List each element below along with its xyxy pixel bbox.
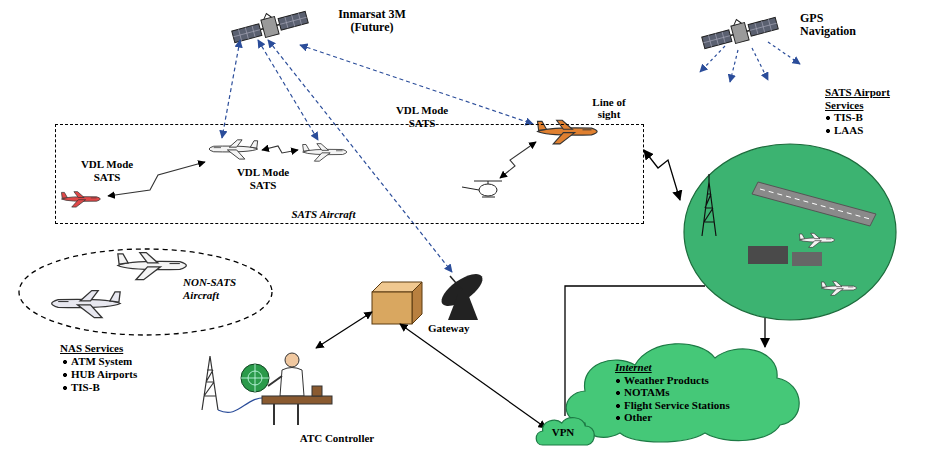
gps-signal <box>730 50 738 82</box>
helicopter-icon <box>479 184 497 196</box>
text-block: SATS Aircraft <box>56 208 641 221</box>
text-block: VPN <box>532 426 594 439</box>
gps-signal <box>752 48 768 80</box>
list-item: NOTAMs <box>615 386 755 399</box>
region-box: SATS Aircraft <box>55 124 644 224</box>
helicopter-icon <box>482 197 495 198</box>
atc-controller-icon <box>268 376 282 386</box>
atc-controller-icon <box>241 353 332 425</box>
airport-region-outline <box>792 252 822 266</box>
sats-aircraft-icon <box>303 144 347 162</box>
network-link <box>316 312 546 428</box>
list-item: ATM System <box>62 355 171 368</box>
radio-tower <box>202 356 268 412</box>
airport-region-outline <box>748 246 788 264</box>
text-block: NON-SATS Aircraft <box>183 276 247 301</box>
list-item: Other <box>615 411 755 424</box>
gateway-box <box>372 292 412 324</box>
text-block: InternetWeather ProductsNOTAMsFlight Ser… <box>615 361 755 424</box>
helicopter-icon <box>462 181 502 197</box>
link-label: VDL Mode SATS <box>78 158 136 183</box>
vpn-cloud: VPN <box>532 414 598 448</box>
network-link <box>316 312 372 348</box>
satellite-dish <box>450 276 462 290</box>
atc-controller-icon <box>274 404 298 425</box>
airport-region-outline <box>760 189 870 219</box>
satellite-link <box>268 40 452 272</box>
region-ellipse: NON-SATS Aircraft <box>18 248 273 336</box>
satellite-label: GPS Navigation <box>800 12 872 38</box>
satellite-link <box>258 40 318 140</box>
list-item: TIS-B <box>62 381 171 394</box>
link-label: VDL Mode SATS <box>232 166 294 191</box>
satellite-dish <box>437 268 488 320</box>
helicopter-icon <box>462 187 479 190</box>
gps-signal <box>768 42 800 64</box>
airport-region-outline <box>821 281 856 295</box>
node-title: NON-SATS Aircraft <box>183 276 247 301</box>
sats-aircraft-icon <box>61 120 597 207</box>
airport-region: SATS Airport ServicesTIS-BLAAS <box>680 86 915 322</box>
airport-region-outline <box>702 174 716 236</box>
region-ellipse-outline <box>19 249 272 335</box>
atc-controller-icon <box>262 396 332 404</box>
sats-aircraft-icon <box>209 140 258 159</box>
vdl-link <box>262 146 298 153</box>
node-title: Internet <box>615 361 755 374</box>
atc-controller-icon <box>285 353 299 367</box>
connector <box>764 318 765 347</box>
connector <box>644 150 680 200</box>
atc-controller-icon <box>248 371 262 385</box>
link-label: Line of sight <box>585 96 633 120</box>
list-item: Flight Service Stations <box>615 399 755 412</box>
internet-cloud-outline <box>566 344 799 442</box>
vdl-link <box>500 142 536 178</box>
sats-aircraft-icon <box>61 192 100 207</box>
satellite-dish <box>448 294 478 320</box>
gateway-box <box>412 282 422 324</box>
network-link <box>400 324 546 428</box>
region-ellipse-outline <box>18 248 273 336</box>
list-item: LAAS <box>825 124 910 137</box>
node-title: SATS Airport Services <box>825 86 910 111</box>
node-title: SATS Aircraft <box>56 208 591 221</box>
link-label: VDL Mode SATS <box>392 104 452 129</box>
atc-controller-icon <box>241 364 269 392</box>
satellite-label: Inmarsat 3M (Future) <box>330 8 414 34</box>
text-block: SATS Airport ServicesTIS-BLAAS <box>825 86 910 136</box>
gps-satellite <box>700 10 779 52</box>
list-item: TIS-B <box>825 111 910 124</box>
satellite-link <box>222 40 533 272</box>
non-sats-aircraft-icon <box>52 253 187 318</box>
airport-region-outline <box>684 144 896 320</box>
section-heading: NAS Services <box>60 342 150 355</box>
airport-region-outline <box>752 182 876 226</box>
non-sats-aircraft-icon <box>52 291 120 318</box>
atc-controller-icon <box>241 364 269 392</box>
list-item: HUB Airports <box>62 368 171 381</box>
node-title: VPN <box>532 426 594 439</box>
atc-controller-icon <box>280 368 304 397</box>
airport-region-outline <box>799 233 834 247</box>
radio-tower <box>218 398 268 413</box>
gps-signal <box>700 42 800 82</box>
gps-signal <box>700 46 725 72</box>
figure-label: ATC Controller <box>282 432 392 445</box>
radio-tower <box>202 356 218 410</box>
helicopter-icon <box>488 181 489 184</box>
list-item: Weather Products <box>615 374 755 387</box>
gps-satellite <box>700 10 779 52</box>
inmarsat-satellite <box>230 4 309 46</box>
inmarsat-satellite <box>230 4 309 46</box>
vdl-link <box>108 142 536 196</box>
non-sats-aircraft-icon <box>118 253 186 280</box>
figure-label: Gateway <box>428 322 488 335</box>
atc-controller-icon <box>312 386 322 396</box>
gateway-box <box>372 282 422 324</box>
